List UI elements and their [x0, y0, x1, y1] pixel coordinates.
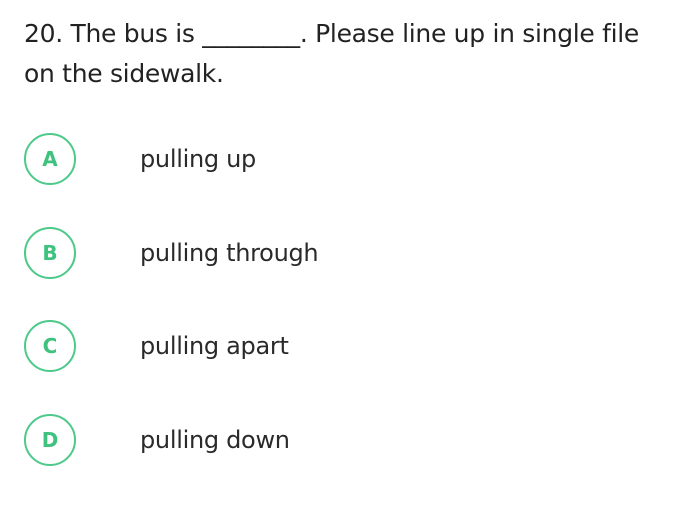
- option-a[interactable]: A pulling up: [24, 133, 664, 185]
- option-label: pulling through: [140, 238, 319, 267]
- option-badge-d[interactable]: D: [24, 413, 76, 466]
- option-badge-b[interactable]: B: [24, 226, 76, 279]
- option-label: pulling down: [140, 425, 290, 454]
- option-badge-a[interactable]: A: [24, 133, 76, 185]
- option-letter: D: [41, 427, 59, 452]
- question-text: 20. The bus is ________. Please line up …: [24, 19, 640, 88]
- option-label: pulling apart: [140, 332, 289, 360]
- answer-options: A pulling up B pulling through C pulling…: [24, 133, 664, 507]
- option-d[interactable]: D pulling down: [24, 413, 664, 466]
- option-c[interactable]: C pulling apart: [24, 320, 664, 372]
- option-letter: B: [42, 240, 58, 265]
- option-label: pulling up: [140, 145, 256, 173]
- option-b[interactable]: B pulling through: [24, 226, 664, 279]
- option-letter: C: [42, 334, 58, 358]
- option-letter: A: [42, 147, 58, 171]
- option-badge-c[interactable]: C: [24, 320, 76, 372]
